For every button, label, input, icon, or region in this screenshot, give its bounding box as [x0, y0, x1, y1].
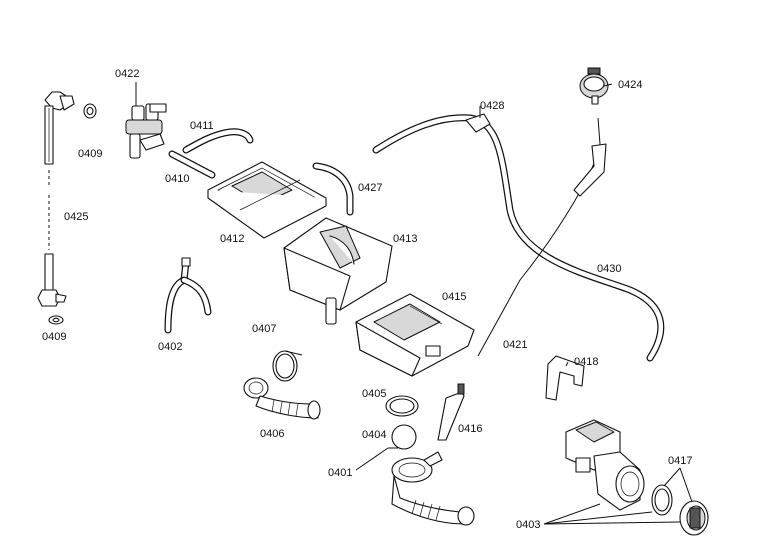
label-0406: 0406: [260, 428, 284, 440]
part-0424-pressure-switch: [579, 67, 609, 105]
label-0410: 0410: [165, 173, 189, 185]
label-0415: 0415: [442, 291, 466, 303]
part-0428-clip: [465, 113, 491, 133]
part-0406-bellow-hose: [243, 377, 321, 420]
part-0418-bracket: [545, 355, 585, 401]
label-0405: 0405: [362, 388, 386, 400]
label-0417: 0417: [668, 455, 692, 467]
label-0404: 0404: [362, 429, 386, 441]
part-0404-ball: [391, 424, 417, 450]
label-0403: 0403: [516, 519, 540, 531]
part-0421-pressure-hose: [477, 117, 607, 357]
label-0411: 0411: [190, 120, 214, 132]
part-0412-dispenser-cover: [207, 161, 327, 239]
part-0401-drain-hose: [391, 451, 475, 526]
part-0430-hose: [372, 114, 665, 362]
label-0407: 0407: [252, 323, 276, 335]
part-0402-siphon: [164, 257, 212, 334]
label-0416: 0416: [458, 423, 482, 435]
part-0405-seal-ring: [385, 395, 419, 417]
label-0418: 0418: [574, 356, 598, 368]
label-0401: 0401: [328, 467, 352, 479]
part-labels: 0422 0409 0411 0410 0425 0409 0412 0427 …: [42, 68, 692, 531]
label-0425: 0425: [64, 211, 88, 223]
part-0409-washer-lower: [48, 315, 64, 325]
label-0409-upper: 0409: [78, 148, 102, 160]
part-0407-seal-ring: [272, 350, 298, 382]
part-0416-sensor: [437, 383, 465, 441]
part-0410-hose: [168, 150, 216, 179]
part-0427-hose: [312, 162, 354, 216]
leader-lines: [135, 82, 693, 525]
label-0430: 0430: [597, 263, 621, 275]
part-0425-inlet-hose: [37, 91, 75, 307]
part-0409-washer-upper: [83, 103, 97, 119]
part-0415-detergent-drawer: [355, 293, 475, 377]
label-0402: 0402: [158, 341, 182, 353]
label-0413: 0413: [393, 233, 417, 245]
label-0412: 0412: [220, 233, 244, 245]
label-0428: 0428: [480, 100, 504, 112]
part-0422-inlet-valve: [125, 103, 167, 159]
label-0409-lower: 0409: [42, 331, 66, 343]
label-0422: 0422: [115, 68, 139, 80]
part-0417-seal-ring: [651, 484, 673, 516]
part-0403-drain-pump: [565, 419, 645, 511]
label-0421: 0421: [503, 339, 527, 351]
label-0427: 0427: [358, 182, 382, 194]
part-0417-filter: [679, 500, 709, 536]
part-0413-dispenser-housing: [283, 217, 393, 325]
part-0411-hose: [182, 128, 254, 154]
label-0424: 0424: [618, 79, 642, 91]
